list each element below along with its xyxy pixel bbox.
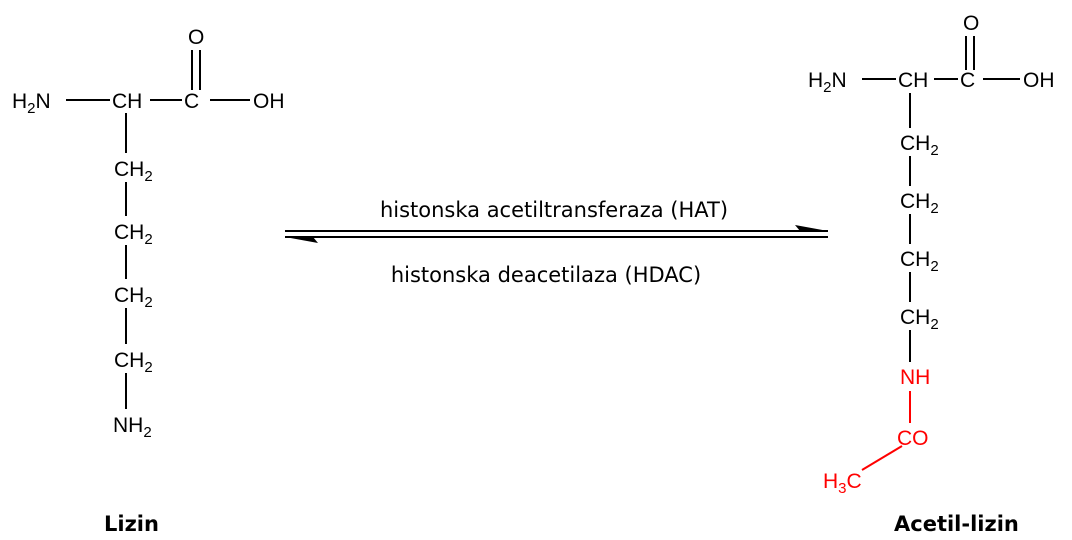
lysine-structure: O H2N CH C OH CH2 CH2 CH2 CH2 NH2 (12, 26, 285, 441)
acetyllysine-ch2-1: CH2 (900, 132, 939, 159)
acetyl-group: NH CO H3C (823, 366, 930, 497)
acetyllysine-bond-co-ch3 (861, 445, 903, 471)
lysine-oxygen: O (188, 26, 204, 49)
lysine-ch2-4: CH2 (114, 349, 153, 376)
lysine-carbonyl-carbon: C (184, 90, 199, 113)
acetyllysine-amine-group: H2N (808, 69, 847, 96)
lysine-hydroxyl: OH (253, 90, 285, 113)
equilibrium-arrows (285, 225, 828, 243)
lysine-ch2-2: CH2 (114, 221, 153, 248)
lysine-amine-group: H2N (12, 90, 51, 117)
acetyllysine-ch2-3: CH2 (900, 248, 939, 275)
acetyllysine-ch2-4: CH2 (900, 306, 939, 333)
forward-arrowhead (795, 225, 828, 231)
acetyllysine-oxygen: O (963, 12, 979, 35)
acetyllysine-hydroxyl: OH (1023, 69, 1055, 92)
lysine-alpha-carbon: CH (112, 90, 142, 113)
acetyllysine-carbonyl-group: CO (897, 427, 929, 450)
lysine-ch2-3: CH2 (114, 284, 153, 311)
lysine-terminal-amine: NH2 (113, 414, 152, 441)
acetyllysine-amide-nh: NH (900, 366, 930, 389)
acetyllysine-carbonyl-carbon: C (960, 69, 975, 92)
acetyllysine-name: Acetil-lizin (894, 512, 1019, 536)
lysine-ch2-1: CH2 (114, 158, 153, 185)
acetyllysine-methyl: H3C (823, 470, 862, 497)
acetyllysine-ch2-2: CH2 (900, 190, 939, 217)
forward-enzyme-label: histonska acetiltransferaza (HAT) (380, 198, 728, 222)
acetyllysine-alpha-carbon: CH (898, 69, 928, 92)
reverse-enzyme-label: histonska deacetilaza (HDAC) (391, 263, 701, 287)
lysine-name: Lizin (104, 512, 159, 536)
acetyllysine-structure: O H2N CH C OH CH2 CH2 CH2 CH2 (808, 12, 1055, 362)
reverse-arrowhead (285, 237, 318, 243)
